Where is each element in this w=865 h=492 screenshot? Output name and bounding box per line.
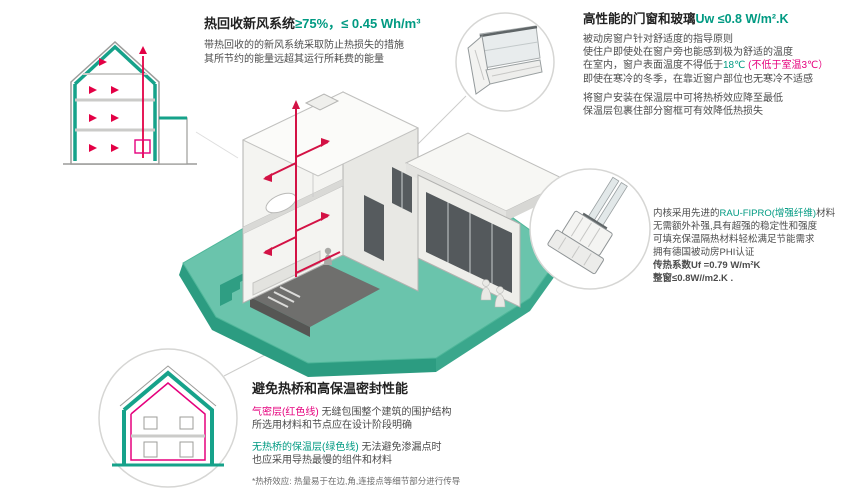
profile-brand-name: RAU-FIPRO(增强纤维): [719, 208, 817, 219]
roof-vent-unit: [304, 93, 340, 111]
human-figures: [480, 279, 506, 308]
thermal-insulation-text: 无法避免渗漏点时: [358, 442, 442, 453]
window-desc-line3-temp: 18℃: [723, 60, 746, 72]
window-title: 高性能的门窗和玻璃Uw ≤0.8 W/m².K: [583, 11, 865, 27]
window-corner-detail: [467, 25, 543, 95]
profile-desc-line2: 无需额外补强,具有超强的稳定性和强度: [653, 221, 818, 232]
passive-house-illustration: [168, 45, 568, 410]
heat-exchanger-unit: [134, 139, 151, 154]
ventilation-section: 热回收新风系统≥75%，≤ 0.45 Wh/m³ 带热回收的的新风系统采取防止热…: [204, 15, 476, 66]
window-title-value: Uw ≤0.8 W/m².K: [695, 12, 789, 26]
thermal-airtight-line1: 气密层(红色线) 无缝包围整个建筑的围护结构: [252, 406, 597, 419]
duct-arrows: [263, 100, 330, 256]
thermal-insulation-para: 无热桥的保温层(绿色线) 无法避免渗漏点时 也应采用导热最慢的组件和材料: [252, 441, 597, 467]
profile-desc-line1-post: 材料: [816, 208, 836, 219]
window-desc-line1: 被动房窗户针对舒适度的指导原则: [583, 34, 733, 45]
profile-desc-line4: 拥有德国被动房PHI认证: [653, 247, 755, 258]
airflow-arrows: [89, 58, 119, 152]
thermal-airtight-para: 气密层(红色线) 无缝包围整个建筑的围护结构 所选用材料和节点应在设计阶段明确: [252, 406, 597, 432]
window-section: 高性能的门窗和玻璃Uw ≤0.8 W/m².K 被动房窗户针对舒适度的指导原则 …: [583, 11, 865, 118]
window-desc-line6: 保温层包裹住部分窗框可有效降低热损失: [583, 106, 763, 118]
window-profile-callout: [526, 165, 654, 293]
thermal-airtight-line2: 所选用材料和节点应在设计阶段明确: [252, 420, 412, 431]
thermal-airtight-text: 无缝包围整个建筑的围护结构: [318, 407, 452, 418]
thermal-insulation-label: 无热桥的保温层(绿色线): [252, 442, 359, 453]
callout-circle: [98, 348, 238, 488]
window-desc-line5: 将窗户安装在保温层中可将热桥效应降至最低: [583, 92, 783, 104]
profile-desc-line1-pre: 内核采用先进的: [653, 208, 720, 219]
window-desc-line3-pre: 在室内，窗户表面温度不得低于: [583, 60, 723, 72]
exhaust-duct: [139, 46, 147, 158]
profile-section: 内核采用先进的RAU-FIPRO(增强纤维)材料 无需额外补强,具有超强的稳定性…: [653, 207, 865, 285]
ventilation-title-value: ≥75%，≤ 0.45 Wh/m³: [295, 16, 421, 31]
thermal-insulation-line2: 也应采用导热最慢的组件和材料: [252, 455, 392, 466]
profile-desc-line1: 内核采用先进的RAU-FIPRO(增强纤维)材料: [653, 207, 865, 220]
thermal-title: 避免热桥和高保温密封性能: [252, 381, 409, 396]
window-title-text: 高性能的门窗和玻璃: [583, 12, 696, 26]
window-desc-line4: 即使在寒冷的冬季，在靠近窗户部位也无寒冷不适感: [583, 73, 813, 85]
window-desc-line3: 在室内，窗户表面温度不得低于18℃ (不低于室温3℃）: [583, 59, 865, 72]
thermal-insulation-line1: 无热桥的保温层(绿色线) 无法避免渗漏点时: [252, 441, 597, 454]
thermal-section: 避免热桥和高保温密封性能 气密层(红色线) 无缝包围整个建筑的围护结构 所选用材…: [252, 380, 597, 487]
profile-stat-uw: 整窗≤0.8W//m2.K .: [653, 273, 734, 284]
basement-cutaway: [250, 261, 380, 337]
garden-stairs: [220, 271, 248, 306]
ventilation-desc-line1: 带热回收的的新风系统采取防止热损失的措施: [204, 40, 404, 51]
thermal-envelope-line: [73, 44, 157, 161]
ventilation-title: 热回收新风系统≥75%，≤ 0.45 Wh/m³: [204, 15, 476, 32]
side-door: [364, 195, 384, 261]
window-desc-line2: 使住户即使处在窗户旁也能感到极为舒适的温度: [583, 47, 793, 59]
window-desc-line3-note: (不低于室温3℃）: [745, 60, 829, 72]
thermal-footnote: *热桥效应: 热量易于在边,角,连接点等细节部分进行传导: [252, 476, 461, 486]
window-corner-callout: [450, 6, 560, 118]
thermal-house-callout: [96, 346, 241, 491]
thermal-airtight-label: 气密层(红色线): [252, 407, 319, 418]
insulation-line: [112, 370, 224, 467]
profile-stat-uf: 传热系数Uf =0.79 W/m²K: [653, 260, 761, 271]
window-profile-detail: [547, 176, 628, 275]
right-wing: [404, 132, 568, 308]
kitchen-counter: [252, 250, 321, 296]
profile-desc-line3: 可填充保温隔热材料轻松满足节能需求: [653, 234, 815, 245]
house-outline: [70, 40, 160, 165]
ventilation-title-text: 热回收新风系统: [204, 16, 296, 31]
ventilation-house-illustration: [55, 22, 205, 177]
ventilation-desc-line2: 其所节约的能量远超其运行所耗费的能量: [204, 53, 384, 65]
